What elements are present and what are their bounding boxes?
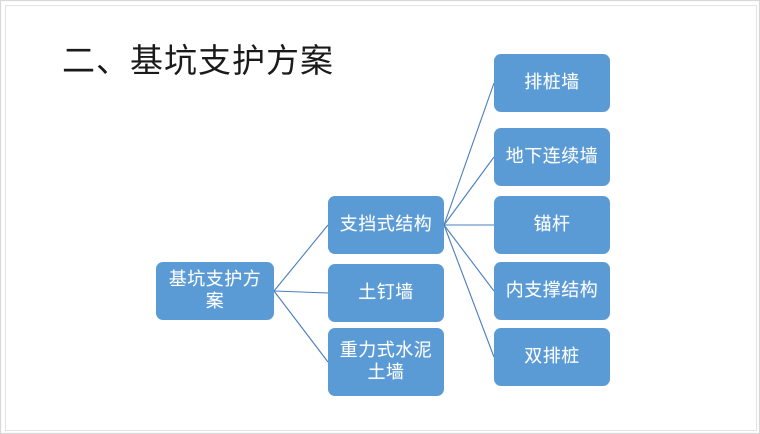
node-internal-bracing-structure[interactable]: 内支撑结构 bbox=[494, 262, 610, 320]
diagram-connectors bbox=[273, 82, 495, 363]
node-anchor-rod[interactable]: 锚杆 bbox=[494, 196, 610, 254]
node-root[interactable]: 基坑支护方案 bbox=[156, 262, 274, 320]
node-pile-row-wall-label: 排桩墙 bbox=[524, 72, 580, 93]
connector-root-to-tudingqiang bbox=[273, 290, 329, 294]
connector-zhidangshi-to-dixialianxuqiang bbox=[443, 156, 495, 226]
page-title: 二、基坑支护方案 bbox=[62, 44, 334, 80]
connector-root-to-zhongli bbox=[273, 290, 329, 363]
node-root-label: 基坑支护方案 bbox=[168, 269, 262, 311]
node-diaphragm-wall[interactable]: 地下连续墙 bbox=[494, 128, 610, 186]
node-retaining-structure-label: 支挡式结构 bbox=[339, 214, 433, 235]
node-double-row-pile[interactable]: 双排桩 bbox=[494, 328, 610, 386]
node-anchor-rod-label: 锚杆 bbox=[533, 214, 571, 235]
node-internal-bracing-structure-label: 内支撑结构 bbox=[505, 280, 599, 301]
node-retaining-structure[interactable]: 支挡式结构 bbox=[328, 196, 444, 254]
slide-canvas: 二、基坑支护方案 基坑支护方案 支挡式结构 土钉墙 bbox=[5, 5, 757, 431]
node-pile-row-wall[interactable]: 排桩墙 bbox=[494, 54, 610, 112]
connector-root-to-zhidangshi bbox=[273, 224, 329, 292]
node-gravity-cement-soil-wall[interactable]: 重力式水泥土墙 bbox=[328, 328, 444, 396]
node-soil-nail-wall-label: 土钉墙 bbox=[358, 282, 414, 303]
node-double-row-pile-label: 双排桩 bbox=[524, 346, 580, 367]
node-soil-nail-wall[interactable]: 土钉墙 bbox=[328, 264, 444, 322]
node-diaphragm-wall-label: 地下连续墙 bbox=[505, 146, 599, 167]
connector-zhidangshi-to-shuangpaizhuang bbox=[443, 224, 495, 358]
connector-zhidangshi-to-paizhuangqiang bbox=[443, 82, 495, 226]
node-gravity-cement-soil-wall-label: 重力式水泥土墙 bbox=[339, 340, 433, 382]
connector-zhidangshi-to-neizhicheng bbox=[443, 224, 495, 292]
